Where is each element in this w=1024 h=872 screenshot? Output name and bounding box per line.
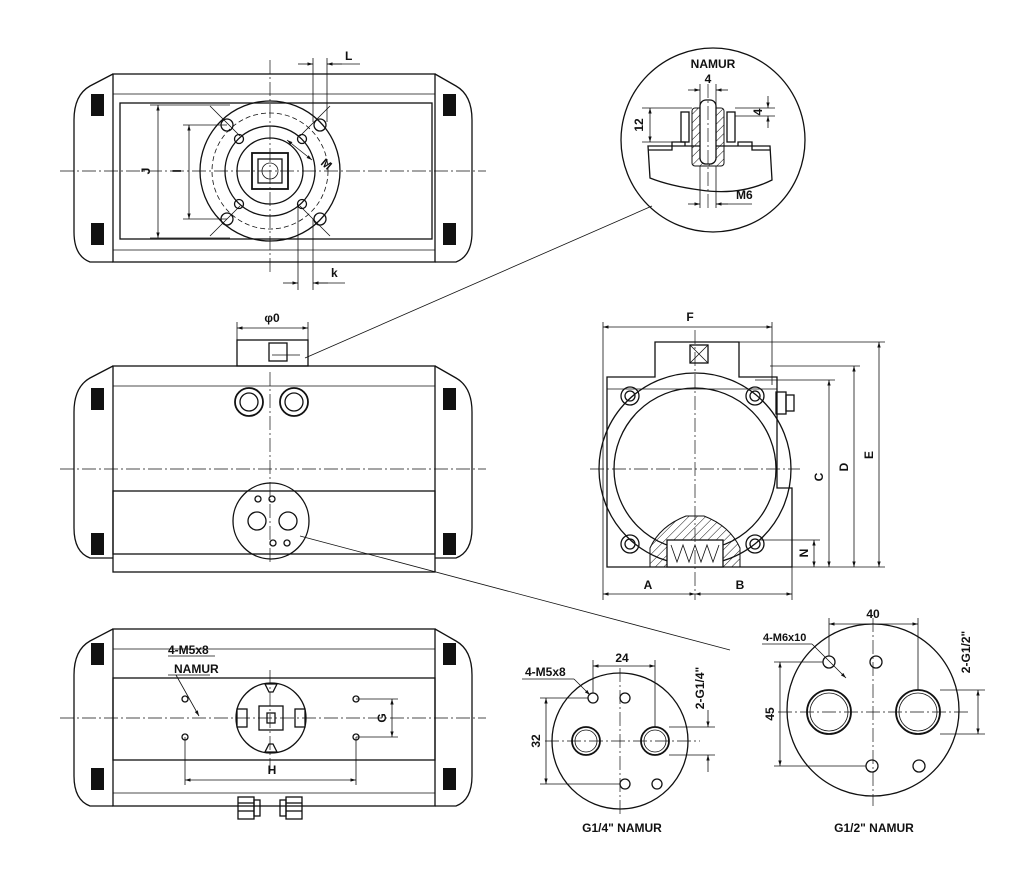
dim-M-label: M — [318, 156, 335, 173]
g14-port-label: 2-G1/4" — [693, 667, 707, 709]
g14-dim-24: 24 — [615, 651, 629, 665]
detail-dim-m6: M6 — [736, 188, 753, 202]
dim-B-label: B — [736, 578, 745, 592]
dim-L-label: L — [345, 49, 352, 63]
dim-F-label: F — [686, 310, 693, 324]
dim-D-label: D — [837, 462, 851, 471]
detail-leader-bottom — [299, 535, 731, 651]
dim-A-label: A — [644, 578, 653, 592]
detail-leader-top — [304, 205, 653, 359]
top-view: J I L k M — [60, 49, 486, 290]
detail-dim-4-top: 4 — [705, 72, 712, 86]
side-view: F A B C D E N — [590, 310, 885, 600]
dim-N-label: N — [797, 549, 811, 558]
g12-m6x10-label: 4-M6x10 — [763, 632, 806, 644]
bottom-namur-label: NAMUR — [174, 662, 219, 676]
g14-caption: G1/4" NAMUR — [582, 821, 662, 835]
g12-port-label: 2-G1/2" — [959, 631, 973, 673]
dim-J-label: J — [139, 168, 153, 175]
namur-detail-view: NAMUR 4 12 4 M6 — [620, 47, 806, 233]
dim-k-label: k — [331, 266, 338, 280]
dim-G-label: G — [375, 713, 389, 722]
dim-C-label: C — [812, 472, 826, 481]
dim-E-label: E — [862, 451, 876, 459]
g14-dim-32: 32 — [529, 734, 543, 748]
dim-I-label: I — [170, 169, 184, 172]
g14-m5x8-label: 4-M5x8 — [525, 665, 566, 679]
g14-namur-pattern: 24 32 4-M5x8 2-G1/4" G1/4" NAMUR — [522, 651, 715, 835]
front-view: φ0 — [60, 311, 486, 573]
g12-namur-pattern: 40 45 4-M6x10 2-G1/2" G1/2" NAMUR — [762, 607, 985, 835]
g12-dim-45: 45 — [763, 707, 777, 721]
g12-dim-40: 40 — [866, 607, 880, 621]
detail-dim-4-right: 4 — [751, 108, 765, 115]
bottom-m5x8-label: 4-M5x8 — [168, 643, 209, 657]
dim-phi0-label: φ0 — [264, 311, 280, 325]
g12-caption: G1/2" NAMUR — [834, 821, 914, 835]
namur-detail-title: NAMUR — [691, 57, 736, 71]
dim-H-label: H — [268, 763, 277, 777]
bottom-view: 4-M5x8 NAMUR G H — [60, 628, 486, 820]
detail-dim-12: 12 — [632, 118, 646, 132]
